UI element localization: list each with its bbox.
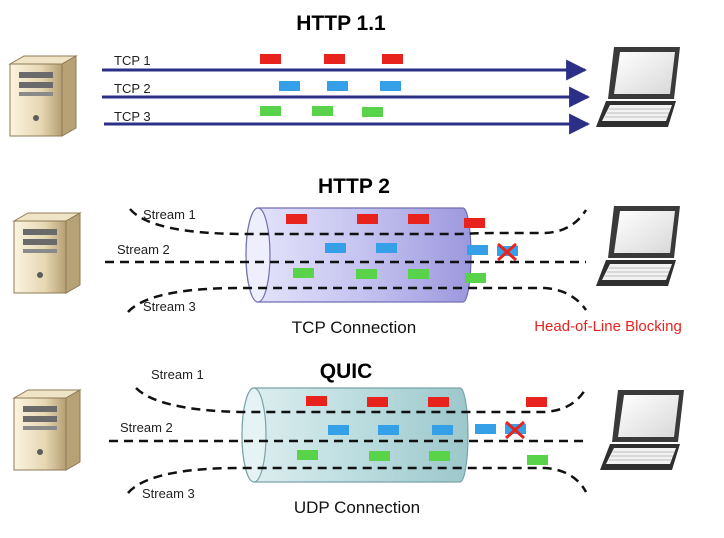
packet bbox=[367, 397, 388, 407]
http11-title: HTTP 1.1 bbox=[296, 12, 386, 35]
packet bbox=[312, 106, 333, 116]
tcp2-label: TCP 2 bbox=[114, 81, 151, 96]
packet bbox=[408, 214, 429, 224]
stream1-line bbox=[135, 387, 588, 414]
packet bbox=[369, 451, 390, 461]
packet bbox=[306, 396, 327, 406]
packet bbox=[429, 451, 450, 461]
packet bbox=[327, 81, 348, 91]
server-tower-icon bbox=[13, 389, 81, 471]
packet bbox=[297, 450, 318, 460]
packet bbox=[357, 214, 378, 224]
head-of-line-blocking-label: Head-of-Line Blocking bbox=[534, 318, 682, 335]
server-tower-icon bbox=[13, 212, 81, 294]
tcp3-label: TCP 3 bbox=[114, 109, 151, 124]
quic-title: QUIC bbox=[320, 360, 373, 383]
packet bbox=[260, 54, 281, 64]
packet bbox=[432, 425, 453, 435]
packet bbox=[380, 81, 401, 91]
packet bbox=[408, 269, 429, 279]
packet bbox=[376, 243, 397, 253]
stream1-label: Stream 1 bbox=[151, 367, 204, 382]
stream3-label: Stream 3 bbox=[142, 486, 195, 501]
stream3-line bbox=[127, 286, 588, 313]
packet bbox=[428, 397, 449, 407]
stream1-label: Stream 1 bbox=[143, 207, 196, 222]
packet bbox=[293, 268, 314, 278]
pipe-mouth bbox=[245, 207, 271, 303]
stream2-label: Stream 2 bbox=[117, 242, 170, 257]
laptop-icon bbox=[599, 389, 685, 471]
tcp1-label: TCP 1 bbox=[114, 53, 151, 68]
packet bbox=[526, 397, 547, 407]
packet bbox=[328, 425, 349, 435]
stream2-label: Stream 2 bbox=[120, 420, 173, 435]
packet bbox=[356, 269, 377, 279]
http2-title: HTTP 2 bbox=[318, 175, 390, 198]
stream3-line bbox=[127, 466, 588, 494]
stream3-label: Stream 3 bbox=[143, 299, 196, 314]
laptop-icon bbox=[595, 205, 681, 287]
packet bbox=[527, 455, 548, 465]
packet bbox=[475, 424, 496, 434]
packet bbox=[324, 54, 345, 64]
laptop-icon bbox=[595, 46, 681, 128]
udp-connection-label: UDP Connection bbox=[294, 498, 420, 517]
section-http11: HTTP 1.1 TCP 1 TCP 2 TCP 3 bbox=[9, 12, 681, 137]
packet bbox=[260, 106, 281, 116]
packet bbox=[286, 214, 307, 224]
packet bbox=[464, 218, 485, 228]
packet bbox=[362, 107, 383, 117]
stream1-line bbox=[129, 208, 588, 236]
tcp-connection-label: TCP Connection bbox=[292, 318, 416, 337]
packet bbox=[279, 81, 300, 91]
server-tower-icon bbox=[9, 55, 77, 137]
packet bbox=[325, 243, 346, 253]
section-quic: QUIC Stream 1 Stream 2 Stream 3 UDP Conn… bbox=[13, 360, 685, 517]
section-http2: HTTP 2 Stream 1 Stream 2 Stream 3 TCP Co… bbox=[13, 175, 682, 337]
packet bbox=[378, 425, 399, 435]
packet bbox=[382, 54, 403, 64]
packet bbox=[465, 273, 486, 283]
packet bbox=[467, 245, 488, 255]
